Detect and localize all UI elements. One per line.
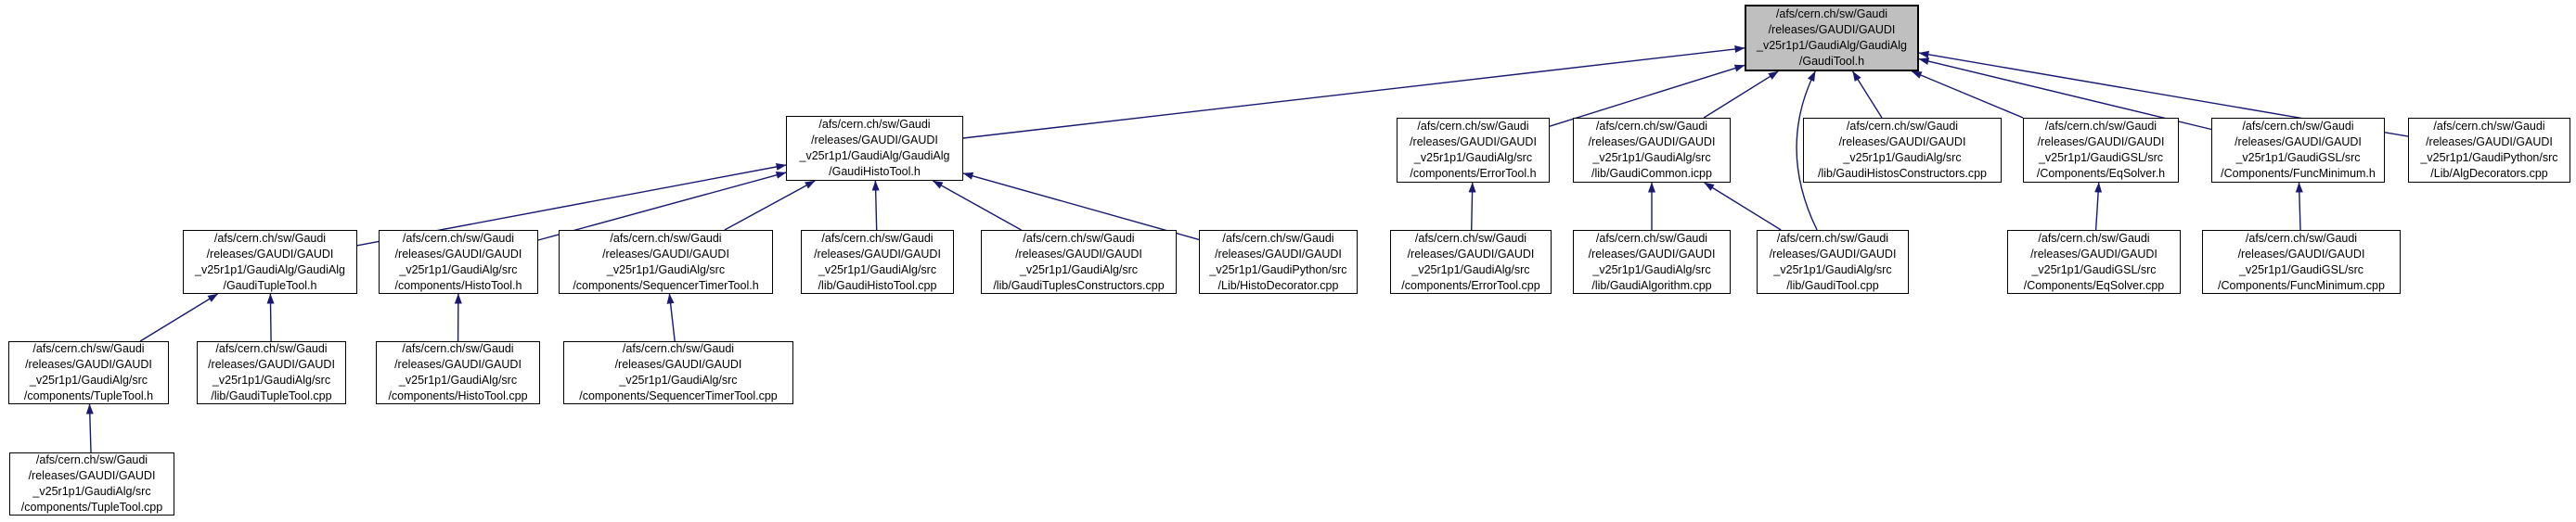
graph-node-errortool_h[interactable]: /afs/cern.ch/sw/Gaudi /releases/GAUDI/GA… [1397,118,1550,183]
graph-node-gaudituplettool_cpp[interactable]: /afs/cern.ch/sw/Gaudi /releases/GAUDI/GA… [197,341,346,404]
graph-node-errortool_cpp[interactable]: /afs/cern.ch/sw/Gaudi /releases/GAUDI/GA… [1390,230,1552,294]
edge-gauditool_cpp-to-gauditool_h [1796,70,1818,231]
edge-histotool_h-to-gaudihistotool_h [537,172,787,241]
graph-node-algdecorators_cpp[interactable]: /afs/cern.ch/sw/Gaudi /releases/GAUDI/GA… [2408,118,2570,183]
graph-node-histotool_cpp[interactable]: /afs/cern.ch/sw/Gaudi /releases/GAUDI/GA… [376,341,540,404]
edge-errortool_h-to-gauditool_h [1549,64,1745,127]
graph-node-histotool_h[interactable]: /afs/cern.ch/sw/Gaudi /releases/GAUDI/GA… [379,230,538,294]
graph-node-eqsolver_cpp[interactable]: /afs/cern.ch/sw/Gaudi /releases/GAUDI/GA… [2007,230,2181,294]
edge-gauditool_cpp-to-gaudicommon_icpp [1704,182,1782,231]
graph-node-gaudituplettool_h[interactable]: /afs/cern.ch/sw/Gaudi /releases/GAUDI/GA… [183,230,357,294]
graph-node-tupletool_h[interactable]: /afs/cern.ch/sw/Gaudi /releases/GAUDI/GA… [8,341,169,404]
edge-histodecorator_cpp-to-gaudihistotool_h [962,172,1200,241]
graph-node-sequencertimertool_cpp[interactable]: /afs/cern.ch/sw/Gaudi /releases/GAUDI/GA… [563,341,793,404]
graph-node-gaudialgorithm_cpp[interactable]: /afs/cern.ch/sw/Gaudi /releases/GAUDI/GA… [1573,230,1731,294]
graph-node-gaudicommon_icpp[interactable]: /afs/cern.ch/sw/Gaudi /releases/GAUDI/GA… [1573,118,1731,183]
edge-sequencertimertool_cpp-to-sequencertimertool_h [666,293,676,342]
edge-gaudihistotool_h-to-gauditool_h [962,45,1745,139]
graph-node-eqsolver_h[interactable]: /afs/cern.ch/sw/Gaudi /releases/GAUDI/GA… [2023,118,2179,183]
edge-eqsolver_h-to-gauditool_h [1911,70,2024,119]
edge-tupletool_cpp-to-tupletool_h [85,403,94,453]
graph-node-gauditool_h[interactable]: /afs/cern.ch/sw/Gaudi /releases/GAUDI/GA… [1745,5,1919,71]
edge-gaudicommon_icpp-to-gauditool_h [1703,70,1779,119]
edge-gaudituplettool_cpp-to-gaudituplettool_h [266,293,275,342]
edge-errortool_cpp-to-errortool_h [1468,182,1476,231]
graph-node-tupletool_cpp[interactable]: /afs/cern.ch/sw/Gaudi /releases/GAUDI/GA… [9,452,174,516]
graph-node-gauditool_cpp[interactable]: /afs/cern.ch/sw/Gaudi /releases/GAUDI/GA… [1757,230,1909,294]
edge-gaudihistotool_cpp-to-gaudihistotool_h [871,180,880,231]
edge-gaudihistosconstructors_cpp-to-gauditool_h [1852,70,1883,119]
edge-tupletool_h-to-gaudituplettool_h [139,293,219,342]
edge-eqsolver_cpp-to-eqsolver_h [2094,182,2103,231]
graph-node-sequencertimertool_h[interactable]: /afs/cern.ch/sw/Gaudi /releases/GAUDI/GA… [559,230,773,294]
graph-node-gaudituplesconstructors_cpp[interactable]: /afs/cern.ch/sw/Gaudi /releases/GAUDI/GA… [981,230,1177,294]
graph-node-gaudihistosconstructors_cpp[interactable]: /afs/cern.ch/sw/Gaudi /releases/GAUDI/GA… [1803,118,2002,183]
edge-funcminimum_cpp-to-funcminimum_h [2295,182,2303,231]
graph-node-gaudihistotool_h[interactable]: /afs/cern.ch/sw/Gaudi /releases/GAUDI/GA… [786,116,963,181]
edge-funcminimum_h-to-gauditool_h [1918,57,2212,131]
edge-gaudituplesconstructors_cpp-to-gaudihistotool_h [932,180,1022,231]
edge-sequencertimertool_h-to-gaudihistotool_h [724,180,816,231]
graph-node-funcminimum_cpp[interactable]: /afs/cern.ch/sw/Gaudi /releases/GAUDI/GA… [2202,230,2401,294]
graph-node-gaudihistotool_cpp[interactable]: /afs/cern.ch/sw/Gaudi /releases/GAUDI/GA… [801,230,954,294]
graph-node-histodecorator_cpp[interactable]: /afs/cern.ch/sw/Gaudi /releases/GAUDI/GA… [1199,230,1358,294]
graph-node-funcminimum_h[interactable]: /afs/cern.ch/sw/Gaudi /releases/GAUDI/GA… [2211,118,2385,183]
